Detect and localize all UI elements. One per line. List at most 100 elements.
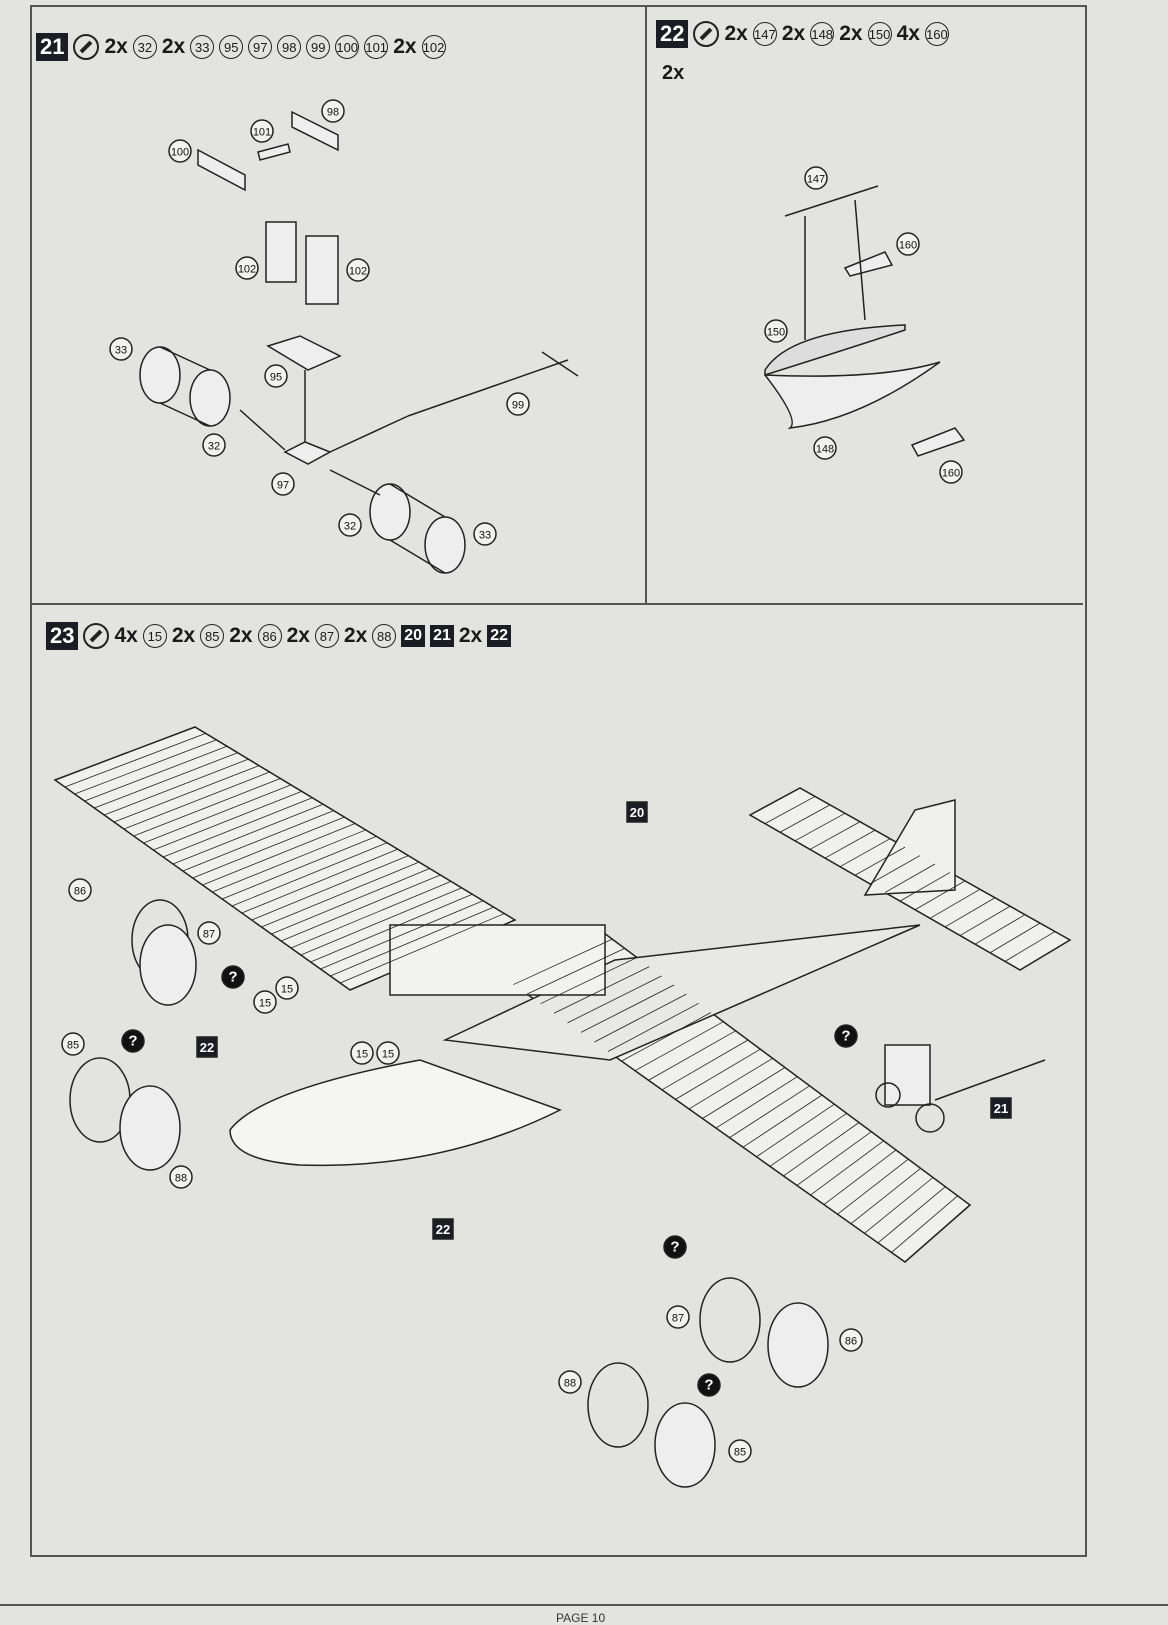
wing-rib (320, 900, 484, 970)
part-callout: 148 (816, 444, 834, 456)
wing-rib (553, 966, 650, 1014)
wing-rib (959, 905, 1011, 936)
part-callout-circle (275, 976, 299, 1000)
wing-rib (702, 1067, 786, 1119)
wing-rib (688, 1057, 773, 1110)
subassembly-ref-box (990, 1097, 1012, 1119)
part-callout-circle (271, 472, 295, 496)
part-number: 160 (924, 22, 949, 46)
part-number: 15 (142, 624, 167, 648)
wing-rib (143, 784, 292, 844)
glue-icon (693, 21, 720, 47)
part-number: 99 (306, 35, 331, 59)
wing-rib (715, 1076, 798, 1129)
wing-rib (84, 745, 228, 802)
glue-icon (83, 623, 110, 649)
part-callout: 15 (281, 984, 293, 996)
step-number: 22 (656, 20, 689, 48)
part-callout: 160 (942, 468, 960, 480)
part-number: 98 (277, 35, 302, 59)
wing-rib (756, 1103, 835, 1158)
wing-rib (607, 1002, 699, 1052)
part-callout: 147 (807, 174, 825, 186)
wing-rib (854, 846, 906, 876)
part-callout: 86 (845, 1336, 857, 1348)
part-number: 86 (257, 624, 282, 648)
part-number: 32 (132, 35, 157, 59)
part-callout-circle (764, 319, 788, 343)
question-mark-icon: ? (228, 969, 237, 986)
wing-rib (290, 881, 452, 949)
part-callout-circle (473, 522, 497, 546)
subassembly-step: 20 (401, 625, 426, 647)
part-quantity: 2x (286, 624, 310, 647)
question-mark-icon: ? (128, 1033, 137, 1050)
part-callout: 101 (253, 127, 271, 139)
part-callout-circle (376, 1041, 400, 1065)
wing-rib (123, 771, 270, 830)
panel-divider-horizontal (30, 603, 1083, 605)
step-23-drawing (53, 726, 1072, 1488)
wing-rib (634, 1021, 724, 1072)
part-quantity: 2x (781, 22, 806, 45)
wing-rib (974, 914, 1026, 945)
wing-rib (796, 1131, 872, 1186)
question-mark-icon-circle (221, 965, 245, 989)
glue-icon (73, 34, 100, 60)
part-number: 97 (248, 35, 273, 59)
wing-rib (944, 897, 996, 928)
wing-rib (567, 975, 662, 1024)
step-22-multiplier: 2x (662, 62, 685, 84)
part-quantity: 2x (171, 624, 196, 647)
part-number: 33 (190, 35, 215, 59)
part-callout-circle (506, 392, 530, 416)
question-mark-icon-circle (663, 1235, 687, 1259)
wing-rib (212, 829, 366, 893)
wing-rib (104, 758, 249, 816)
wing-rib (540, 957, 638, 1005)
subassembly-ref-box (432, 1218, 454, 1240)
wing-rib (580, 984, 675, 1033)
wing-rib (989, 922, 1041, 954)
wing-rib (783, 1122, 860, 1177)
wing-rib (281, 874, 441, 942)
wing-rib (742, 1094, 823, 1148)
wing-rib (824, 829, 876, 859)
part-callout-circle (939, 460, 963, 484)
part-number: 95 (219, 35, 244, 59)
part-callout: 15 (382, 1049, 394, 1061)
part-quantity: 2x (161, 35, 186, 58)
wing-rib (163, 797, 313, 858)
panel-divider-vertical (645, 5, 647, 603)
subassembly-quantity: 2x (458, 624, 483, 647)
wing-rib (850, 1168, 921, 1225)
part-number: 102 (421, 35, 446, 59)
part-callout-circle (666, 1305, 690, 1329)
part-number: 147 (752, 22, 777, 46)
part-callout: 86 (74, 886, 86, 898)
part-callout: 33 (115, 345, 127, 357)
question-mark-icon-circle (697, 1373, 721, 1397)
part-callout-circle (346, 258, 370, 282)
wing-rib (1004, 931, 1056, 962)
part-callout-circle (235, 256, 259, 280)
question-mark-icon-circle (834, 1024, 858, 1048)
wing-rib (64, 733, 206, 788)
part-callout-circle (813, 436, 837, 460)
subassembly-ref: 20 (630, 805, 644, 820)
wing-rib (891, 1195, 958, 1253)
part-number: 150 (867, 22, 892, 46)
part-callout-circle (109, 337, 133, 361)
wing-rib (340, 913, 505, 984)
wing-rib (779, 804, 831, 833)
wing-rib (153, 790, 302, 851)
wing-rib (884, 863, 936, 893)
step-number: 21 (36, 33, 69, 61)
part-number: 100 (335, 35, 360, 59)
subassembly-step: 22 (487, 625, 512, 647)
subassembly-ref: 22 (436, 1222, 450, 1237)
part-callout: 85 (67, 1040, 79, 1052)
part-callout: 87 (672, 1313, 684, 1325)
